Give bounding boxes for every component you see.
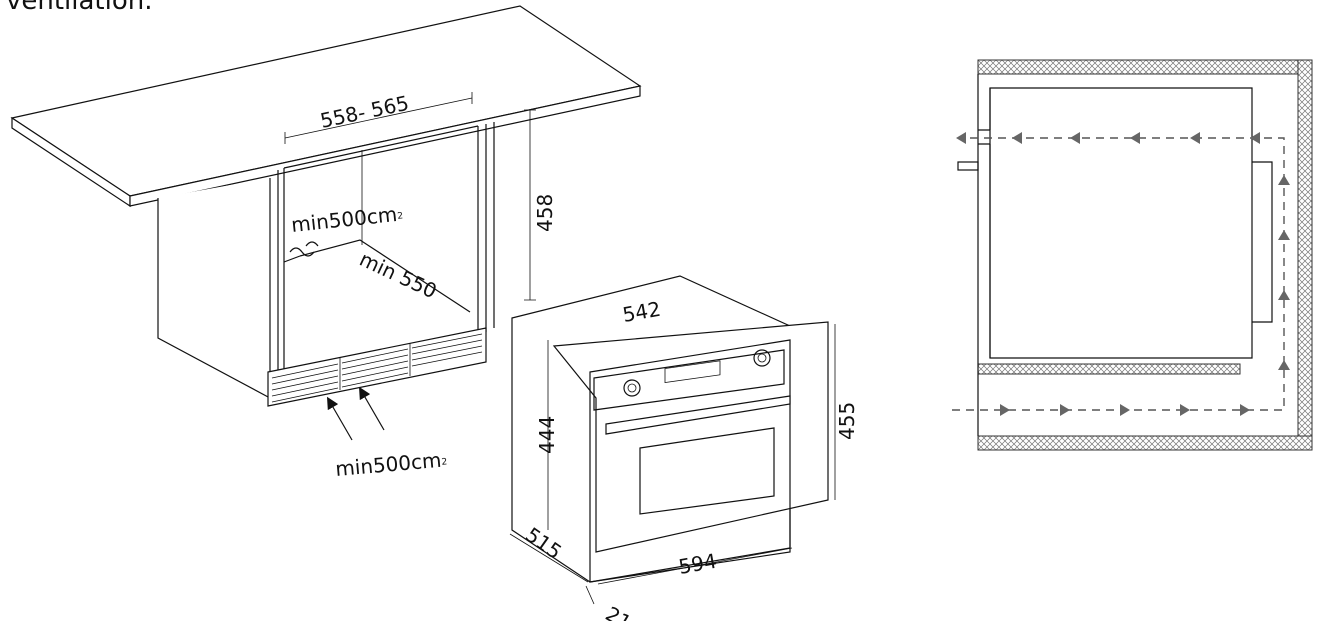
cabinet-illustration: 558- 565 458 min 550 min500cm2 min500cm2	[10, 5, 642, 481]
countertop	[10, 5, 642, 197]
oven-body-height-label: 444	[535, 416, 559, 454]
airflow-section	[952, 59, 1313, 451]
niche-height-label: 458	[533, 194, 557, 232]
niche-depth-label: min 550	[356, 247, 441, 304]
bottom-vent-label: min500cm2	[334, 447, 448, 481]
oven-front-height-label: 455	[835, 402, 859, 440]
plinth-vents	[267, 327, 487, 407]
niche-opening	[277, 122, 495, 395]
cabinet-side-panel	[157, 178, 271, 400]
oven-illustration: 542 444 455 515 594 21	[509, 275, 859, 625]
top-vent-label: min500cm2	[290, 201, 404, 237]
oven-front-thickness-label: 21	[602, 602, 636, 621]
page-heading: ventilation.	[6, 0, 153, 16]
oven-front-width-label: 594	[677, 549, 719, 579]
oven-front-frame	[552, 321, 829, 553]
airflow-arrows	[956, 132, 1290, 416]
